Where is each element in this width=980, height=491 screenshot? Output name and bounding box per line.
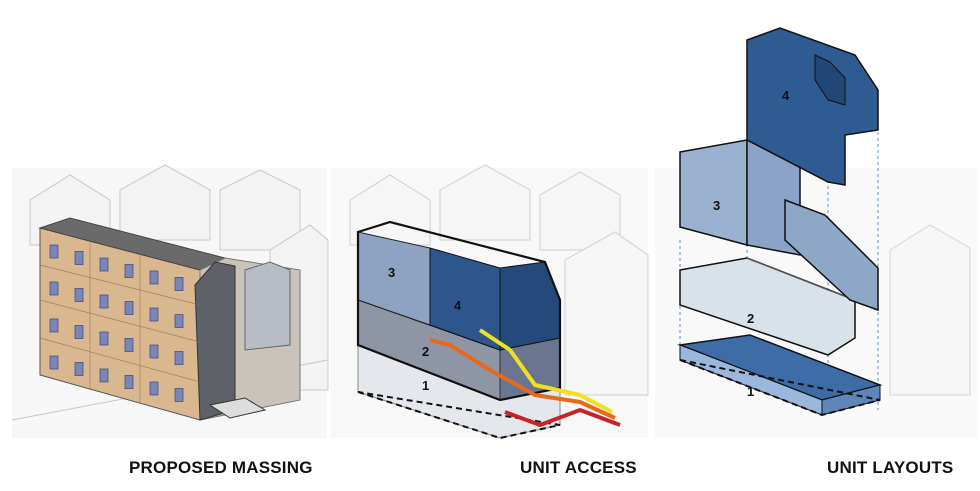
window (99, 294, 109, 309)
window (99, 331, 109, 346)
access-label-unit-1: 1 (422, 378, 429, 393)
window (174, 314, 184, 328)
layout-unit-2 (679, 257, 856, 356)
building-mass (38, 217, 301, 421)
window (174, 351, 184, 365)
caption-unit-access: UNIT ACCESS (520, 458, 637, 477)
window (149, 270, 159, 285)
window (124, 375, 134, 389)
unit-access-drawing: 3 4 2 1 (330, 164, 649, 440)
window (49, 318, 59, 333)
layout-label-unit-2: 2 (747, 311, 754, 326)
arrow-orange (429, 338, 616, 420)
layout-unit-4 (746, 27, 879, 186)
window (124, 264, 134, 278)
access-unit-4 (429, 247, 561, 351)
window (149, 381, 159, 396)
access-arrows (429, 328, 621, 427)
window (49, 244, 59, 259)
window (99, 257, 109, 272)
window (149, 307, 159, 322)
window-grid (49, 244, 184, 402)
access-label-unit-4: 4 (454, 298, 462, 313)
layout-label-unit-4: 4 (782, 88, 790, 103)
layout-unit-1 (677, 334, 883, 417)
window (74, 325, 84, 339)
unit-layouts-drawing: 4 3 2 1 (655, 27, 977, 438)
arrow-red (504, 408, 621, 427)
panel-unit-layouts: 4 3 2 1 UNIT LAYOUTS (650, 0, 980, 491)
window (124, 338, 134, 352)
window (174, 277, 184, 291)
layout-label-unit-3: 3 (713, 198, 720, 213)
access-label-unit-2: 2 (422, 344, 429, 359)
window (49, 355, 59, 370)
entry-steps (208, 397, 267, 419)
panel-proposed-massing: PROPOSED MASSING (0, 0, 330, 491)
layout-unit-3 (679, 138, 879, 312)
window (149, 344, 159, 359)
caption-proposed-massing: PROPOSED MASSING (129, 458, 313, 477)
layout-label-unit-1: 1 (747, 384, 754, 399)
panel-unit-access: 3 4 2 1 UNIT ACCESS (330, 0, 650, 491)
window (74, 362, 84, 376)
window (174, 388, 184, 402)
window (124, 301, 134, 315)
access-label-unit-3: 3 (388, 265, 395, 280)
window (74, 251, 84, 265)
window (74, 288, 84, 302)
facade-grid (39, 241, 201, 403)
window (99, 368, 109, 383)
arrow-yellow (478, 328, 613, 414)
caption-unit-layouts: UNIT LAYOUTS (827, 458, 954, 477)
window (49, 281, 59, 296)
massing-drawing (11, 164, 329, 438)
